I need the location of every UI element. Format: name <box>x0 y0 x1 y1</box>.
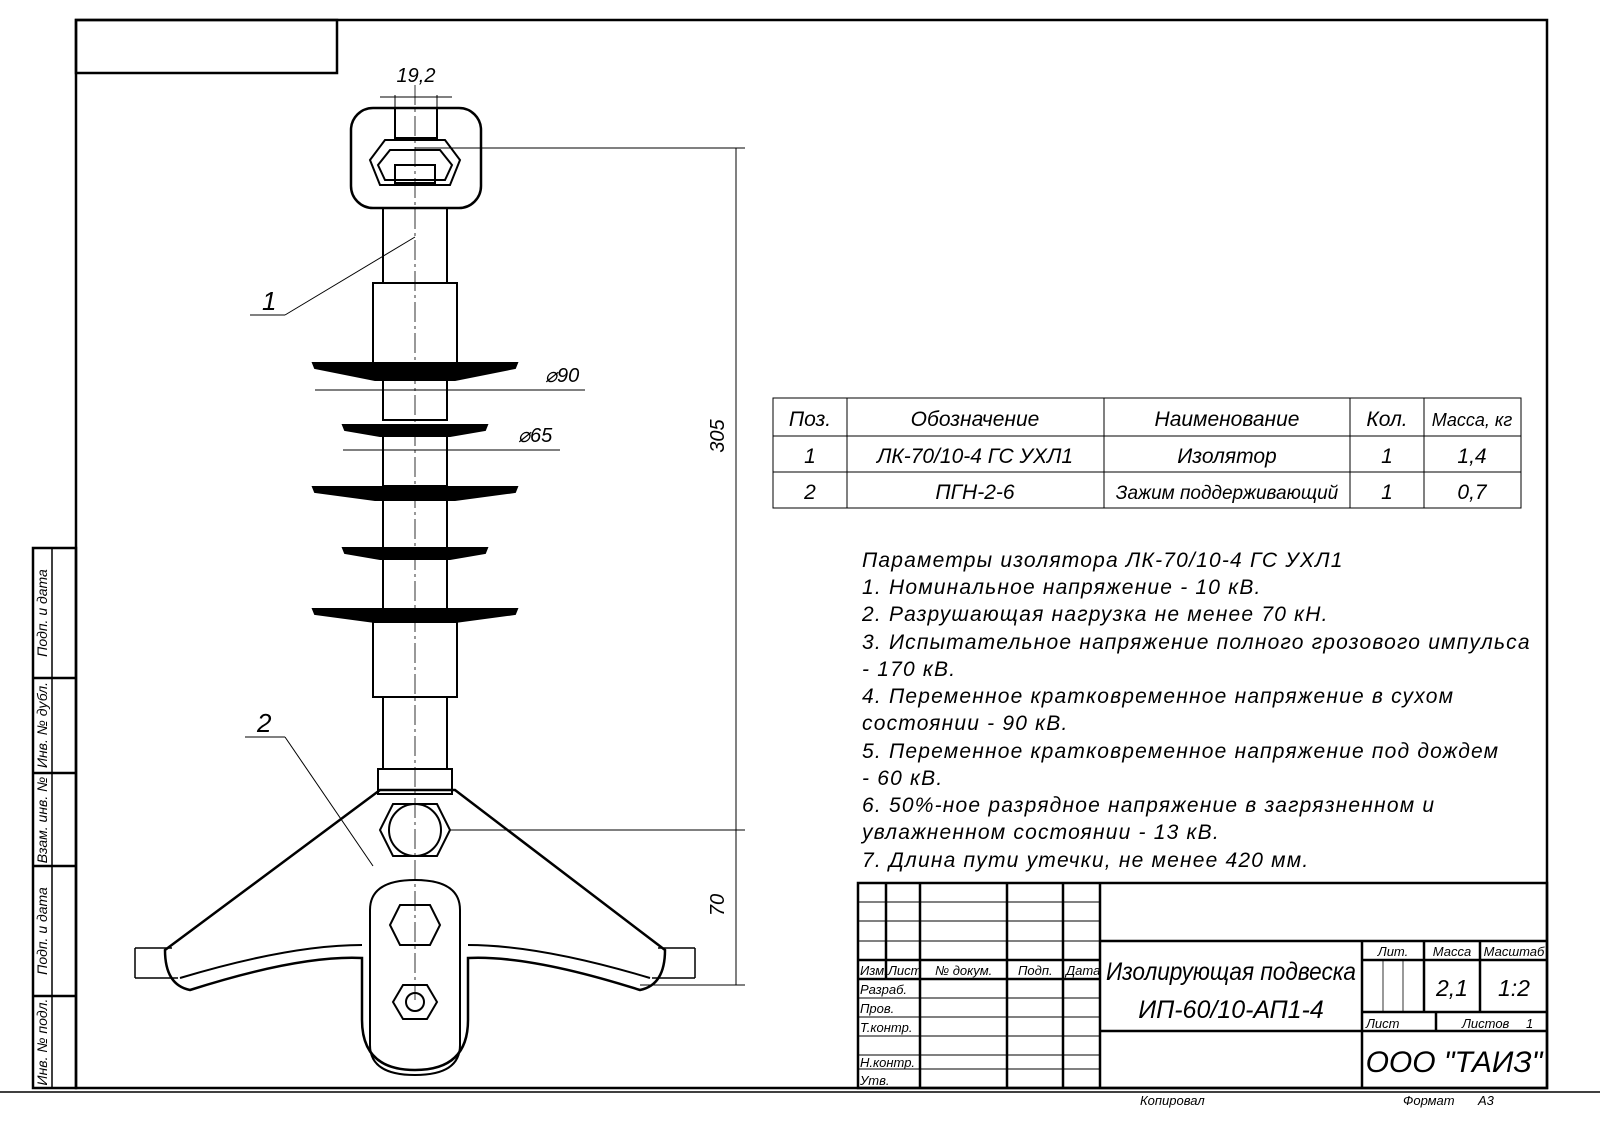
dimensions <box>245 95 745 986</box>
note-line: 6. 50%-ное разрядное напряжение в загряз… <box>862 794 1436 817</box>
tb-role: Пров. <box>860 1001 894 1016</box>
note-line: увлажненном состоянии - 13 кВ. <box>862 821 1220 844</box>
tb-company: ООО "ТАИЗ" <box>1366 1046 1544 1079</box>
tb-role: Разраб. <box>860 982 907 997</box>
tb-col-header: № докум. <box>935 963 992 978</box>
tb-mass-label: Масса <box>1433 944 1471 959</box>
note-line: - 60 кВ. <box>862 767 944 790</box>
note-line: 4. Переменное кратковременное напряжение… <box>862 685 1455 708</box>
parts-table <box>772 397 1522 509</box>
table-header: Кол. <box>1366 408 1407 431</box>
dim-width-top: 19,2 <box>397 65 436 87</box>
side-strip: Подп. и дата Инв. № дубл. Взам. инв. № П… <box>31 546 78 1090</box>
title-block <box>0 881 1600 1093</box>
dim-height-70: 70 <box>707 894 729 916</box>
top-left-box <box>74 18 339 75</box>
dim-height-305: 305 <box>707 418 729 452</box>
side-label: Подп. и дата <box>34 887 50 975</box>
side-label: Инв. № дубл. <box>34 682 50 768</box>
tb-col-header: Подп. <box>1018 963 1053 978</box>
table-header: Наименование <box>1155 408 1300 431</box>
tb-lit-label: Лит. <box>1377 944 1408 959</box>
dim-diam-65: ⌀65 <box>518 425 553 447</box>
table-cell: 0,7 <box>1457 481 1488 504</box>
tb-scale-value: 1:2 <box>1498 975 1530 1001</box>
note-line: состоянии - 90 кВ. <box>862 712 1069 735</box>
table-cell: 1 <box>804 445 816 468</box>
side-label: Инв. № подл. <box>34 999 50 1086</box>
tb-role: Утв. <box>859 1073 890 1088</box>
side-label: Взам. инв. № <box>34 777 50 864</box>
note-line: 2. Разрушающая нагрузка не менее 70 кН. <box>862 603 1329 626</box>
insulator-drawing <box>134 85 696 1077</box>
table-cell: ЛК-70/10-4 ГС УХЛ1 <box>875 445 1073 468</box>
note-line: 7. Длина пути утечки, не менее 420 мм. <box>862 849 1310 872</box>
tb-title-line1: Изолирующая подвеска <box>1106 958 1356 986</box>
tb-col-header: Дата <box>1064 963 1100 978</box>
tb-sheet-label: Лист <box>1365 1016 1400 1031</box>
table-cell: 1,4 <box>1457 445 1486 468</box>
tb-col-header: Изм. <box>860 963 888 978</box>
tb-col-header: Лист <box>887 963 922 978</box>
tb-copied: Копировал <box>1140 1093 1205 1108</box>
callout-2: 2 <box>256 708 272 738</box>
tb-sheets-value: 1 <box>1526 1016 1533 1031</box>
note-line: - 170 кВ. <box>862 658 957 681</box>
tb-title-line2: ИП-60/10-АП1-4 <box>1138 996 1324 1024</box>
table-cell: 1 <box>1381 445 1393 468</box>
tb-role: Т.контр. <box>860 1020 912 1035</box>
tb-format-value: А3 <box>1477 1093 1495 1108</box>
tb-sheets-label: Листов <box>1461 1016 1510 1031</box>
table-cell: 2 <box>803 481 816 504</box>
table-cell: 1 <box>1381 481 1393 504</box>
tb-format-label: Формат <box>1403 1093 1455 1108</box>
tb-mass-value: 2,1 <box>1435 975 1468 1001</box>
tb-scale-label: Масштаб <box>1484 944 1545 959</box>
dim-diam-90: ⌀90 <box>545 365 579 387</box>
note-line: 3. Испытательное напряжение полного гроз… <box>862 631 1531 654</box>
table-header: Обозначение <box>911 408 1040 431</box>
table-cell: Зажим поддерживающий <box>1116 483 1339 504</box>
table-header: Масса, кг <box>1432 410 1513 430</box>
table-header: Поз. <box>789 408 831 431</box>
side-label: Подп. и дата <box>34 569 50 657</box>
table-cell: Изолятор <box>1177 445 1276 468</box>
note-line: 5. Переменное кратковременное напряжение… <box>862 740 1500 763</box>
note-line: Параметры изолятора ЛК-70/10-4 ГС УХЛ1 <box>862 549 1344 572</box>
callout-1: 1 <box>262 286 276 316</box>
table-cell: ПГН-2-6 <box>935 481 1014 504</box>
note-line: 1. Номинальное напряжение - 10 кВ. <box>862 576 1262 599</box>
tb-role: Н.контр. <box>860 1055 915 1070</box>
